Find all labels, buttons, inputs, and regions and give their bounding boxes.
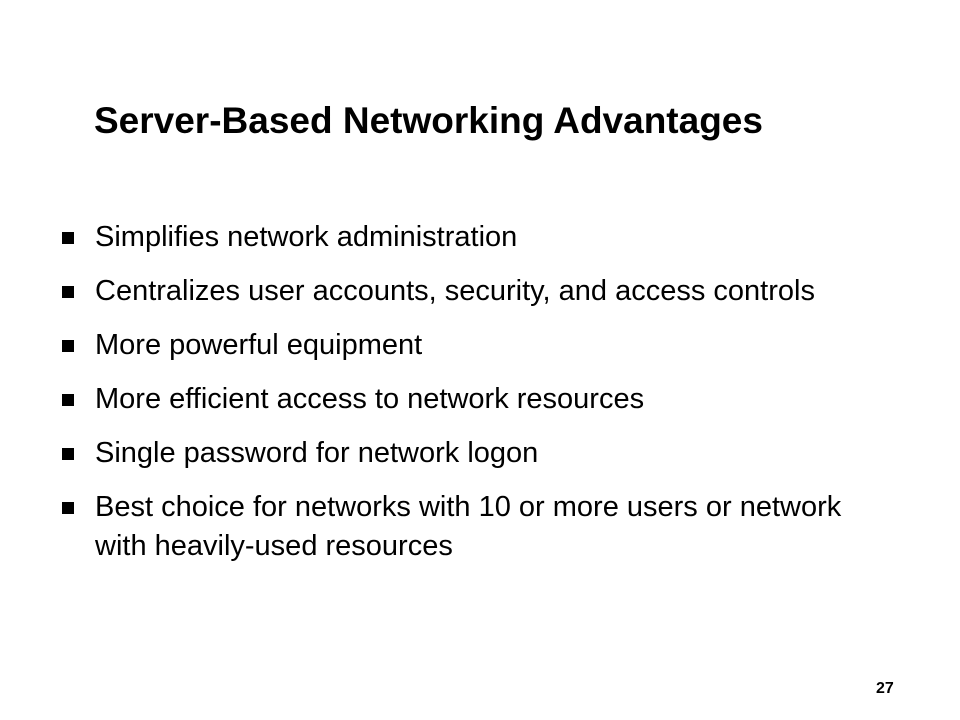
bullet-text: More powerful equipment <box>95 329 423 361</box>
bullet-text: Simplifies network administration <box>95 221 518 253</box>
bullet-text: More efficient access to network resourc… <box>95 383 645 415</box>
bullet-item: More powerful equipment <box>62 326 882 365</box>
bullet-text: Centralizes user accounts, security, and… <box>95 275 815 307</box>
bullet-text: Single password for network logon <box>95 437 539 469</box>
bullet-text: Best choice for networks with 10 or more… <box>95 491 842 562</box>
square-bullet-icon <box>62 340 74 352</box>
square-bullet-icon <box>62 394 74 406</box>
square-bullet-icon <box>62 286 74 298</box>
bullet-item: Simplifies network administration <box>62 218 882 257</box>
slide-title: Server-Based Networking Advantages <box>94 100 763 141</box>
square-bullet-icon <box>62 502 74 514</box>
bullet-item: Centralizes user accounts, security, and… <box>62 272 882 311</box>
square-bullet-icon <box>62 448 74 460</box>
page-number: 27 <box>876 680 894 697</box>
bullet-item: Single password for network logon <box>62 434 882 473</box>
bullet-list: Simplifies network administration Centra… <box>62 218 882 581</box>
bullet-item: Best choice for networks with 10 or more… <box>62 488 882 566</box>
bullet-item: More efficient access to network resourc… <box>62 380 882 419</box>
square-bullet-icon <box>62 232 74 244</box>
